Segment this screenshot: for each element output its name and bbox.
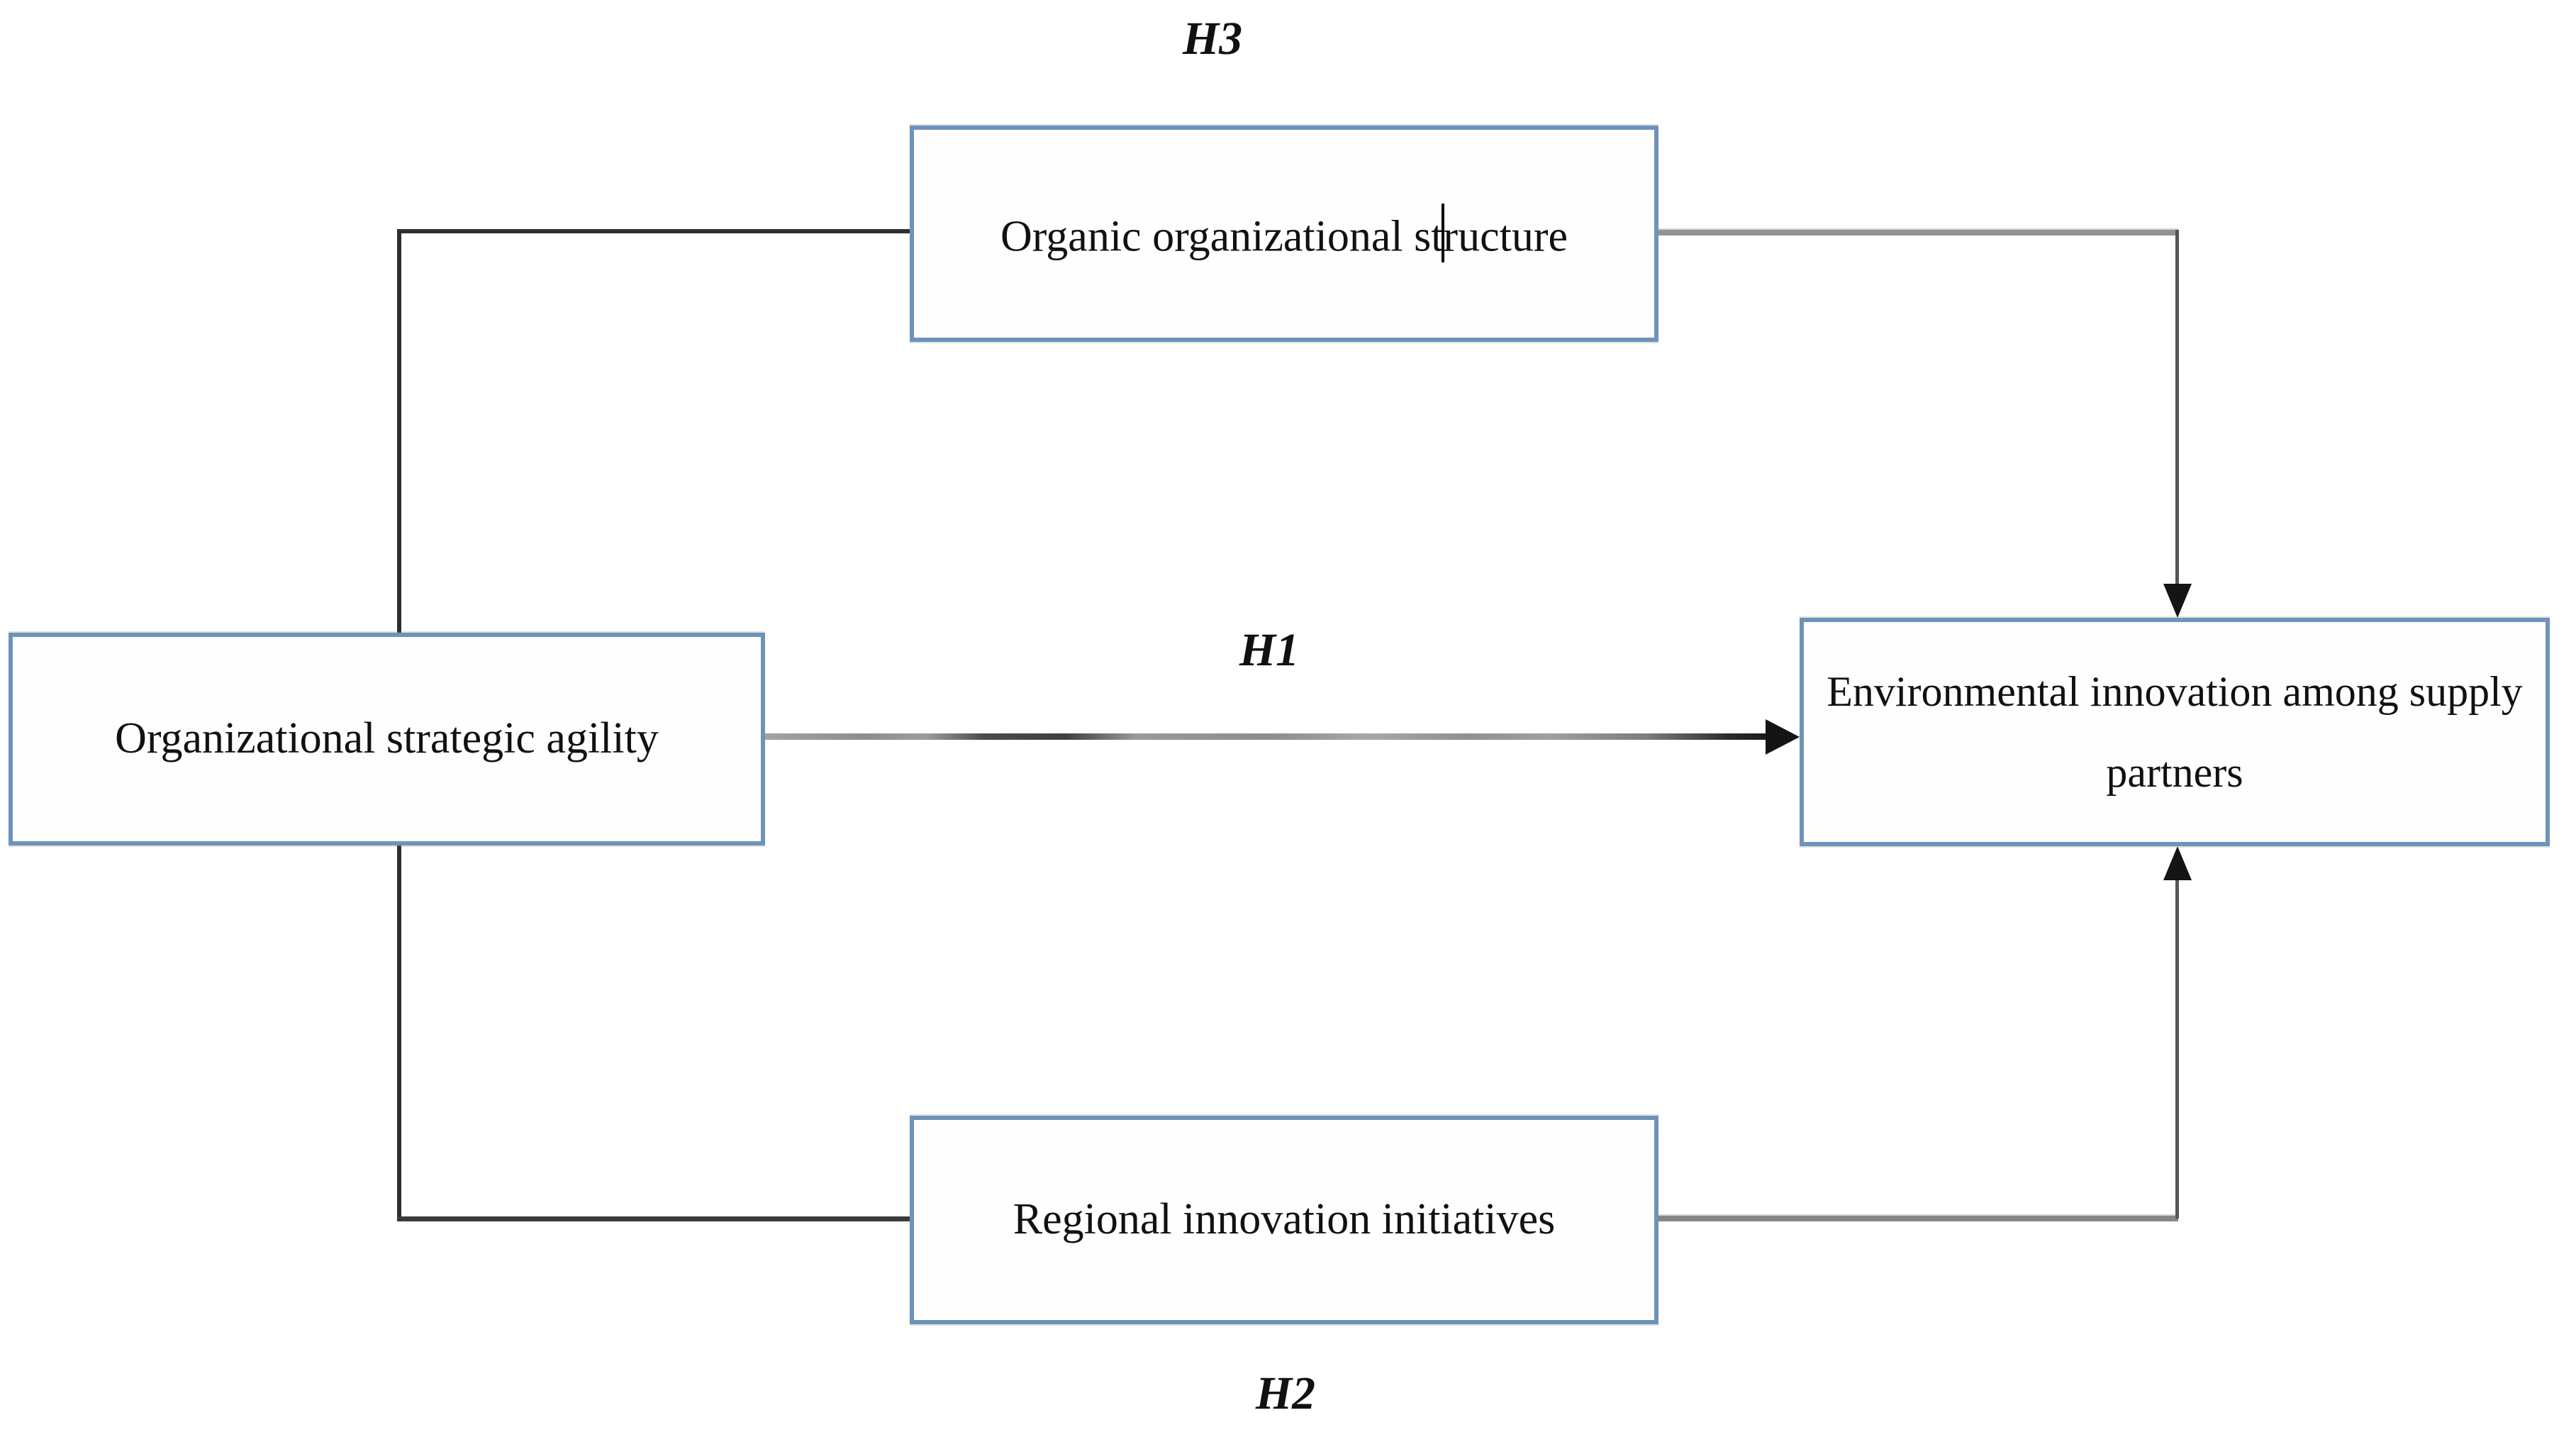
edge-agility-to-regional-vertical-line <box>397 845 401 1221</box>
node-organic-label: Organic organizational structure <box>1000 203 1568 265</box>
hypothesis-label-h1: H1 <box>1239 624 1300 676</box>
node-agility-label: Organizational strategic agility <box>115 714 659 763</box>
edge-agility-to-environmental-arrowhead-icon <box>1766 719 1800 755</box>
hypothesis-label-h2: H2 <box>1255 1368 1316 1419</box>
edge-agility-to-regional-horizontal-line <box>397 1216 910 1221</box>
edge-agility-to-organic-vertical-line <box>397 231 401 633</box>
node-organic-label-after-caret: ructure <box>1443 211 1568 260</box>
text-cursor-caret <box>1442 203 1445 263</box>
edge-organic-to-environmental-vertical-line <box>2175 230 2179 587</box>
node-regional-innovation-initiatives: Regional innovation initiatives <box>910 1116 1658 1324</box>
node-environmental-label: Environmental innovation among supply pa… <box>1827 668 2523 796</box>
edge-organic-to-environmental-arrowhead-icon <box>2163 584 2192 618</box>
hypothesis-label-h3: H3 <box>1182 13 1243 65</box>
node-organic-organizational-structure: Organic organizational structure <box>910 126 1658 342</box>
node-organizational-strategic-agility: Organizational strategic agility <box>9 633 765 845</box>
edge-regional-to-environmental-horizontal-line <box>1658 1216 2178 1221</box>
node-organic-label-before-caret: Organic organizational st <box>1000 211 1444 260</box>
node-environmental-innovation-among-supply-partners: Environmental innovation among supply pa… <box>1800 618 2550 846</box>
edge-agility-to-organic-horizontal-line <box>397 229 910 233</box>
edge-regional-to-environmental-arrowhead-icon <box>2163 846 2192 880</box>
edge-agility-to-environmental-line <box>765 733 1768 740</box>
edge-organic-to-environmental-horizontal-line <box>1658 230 2178 235</box>
node-regional-label: Regional innovation initiatives <box>1013 1195 1556 1244</box>
edge-regional-to-environmental-vertical-line <box>2175 880 2179 1219</box>
